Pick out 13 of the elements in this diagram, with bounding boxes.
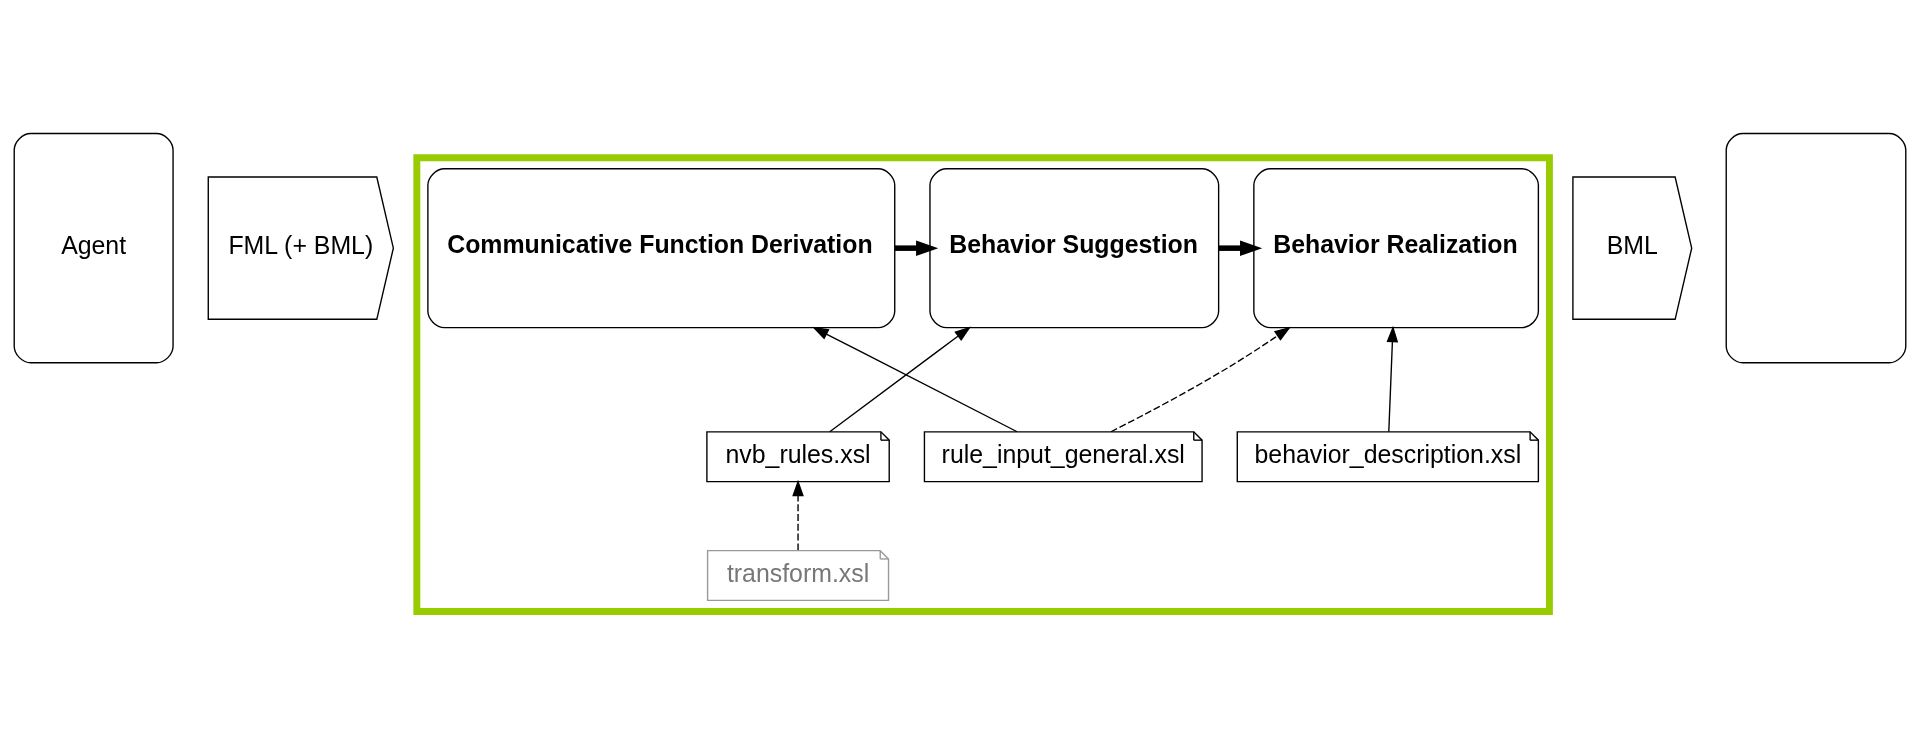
node-box: Behavior Realization: [1253, 168, 1540, 329]
node-box: Agent: [13, 132, 174, 364]
arrow: [812, 326, 1018, 433]
arrow: [829, 326, 972, 433]
node-box: Behavior Suggestion: [929, 168, 1220, 329]
arrow: [1110, 326, 1291, 433]
arrow: [792, 479, 804, 551]
arrow: [1386, 325, 1399, 433]
node-box: Communicative Function Derivation: [427, 168, 896, 329]
node-box: [1725, 132, 1907, 364]
arrow: [894, 240, 939, 256]
arrow: [1218, 240, 1263, 256]
cluster: [413, 154, 1553, 615]
